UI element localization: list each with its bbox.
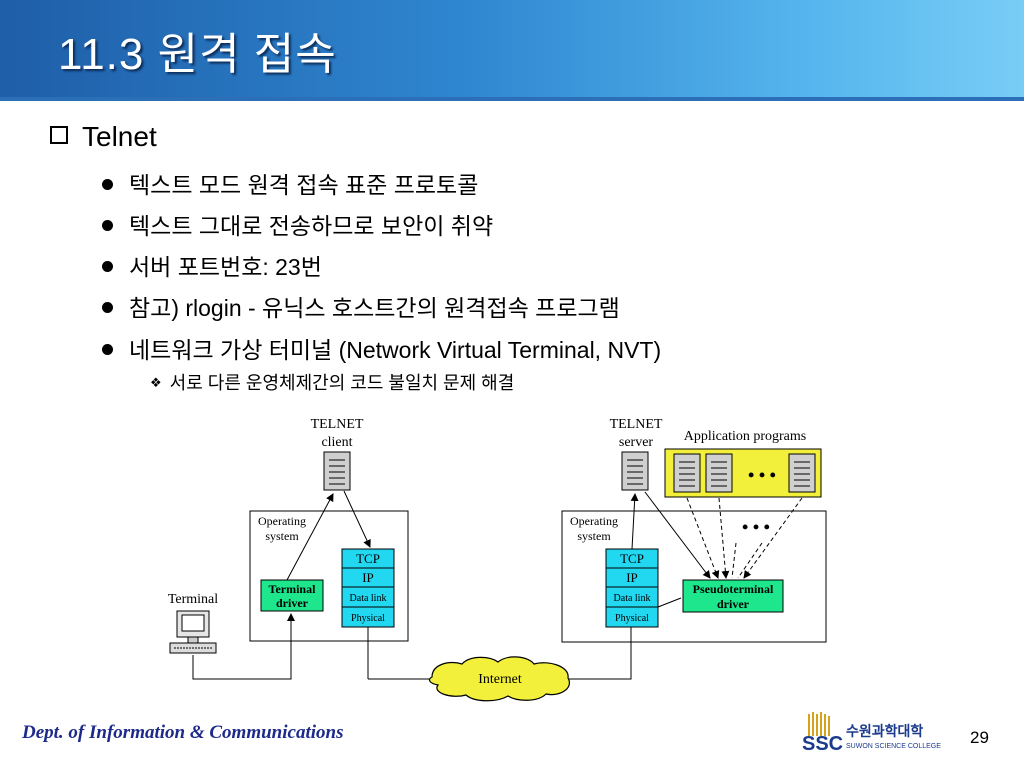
client-program-icon: [323, 451, 351, 491]
stack-layer: TCP: [620, 551, 644, 566]
bullet-text: 서버 포트번호: 23번: [129, 254, 322, 280]
terminal-computer-icon: [169, 610, 217, 654]
bullet-item: 텍스트 그대로 전송하므로 보안이 취약: [102, 207, 493, 241]
bullet-dot-icon: [102, 302, 113, 313]
slide-title: 11.3 원격 접속: [58, 30, 337, 79]
bullet-dot-icon: [102, 220, 113, 231]
internet-label: Internet: [478, 672, 522, 687]
server-os-label-line1: Operating: [570, 514, 618, 528]
page-number: 29: [970, 728, 989, 747]
title-bar: [0, 0, 1024, 97]
terminal-driver-label-line2: driver: [276, 596, 309, 610]
logo-english-name: SUWON SCIENCE COLLEGE: [846, 743, 941, 750]
server-label-line2: server: [619, 435, 654, 450]
stack-layer: TCP: [356, 551, 380, 566]
bullet-item: 서버 포트번호: 23번: [102, 248, 322, 282]
stack-layer: Data link: [350, 593, 387, 604]
logo-korean-name: 수원과학대학: [846, 724, 923, 740]
bullet-dot-icon: [102, 179, 113, 190]
diamond-bullet-icon: ❖: [150, 375, 162, 390]
logo-abbreviation: SSC: [802, 733, 843, 755]
logo-emblem-icon: [808, 712, 830, 736]
server-ellipsis: • • •: [742, 517, 770, 537]
sub-bullet: ❖ 서로 다른 운영체제간의 코드 불일치 문제 해결: [150, 369, 514, 395]
client-protocol-stack: TCP IP Data link Physical: [341, 548, 395, 628]
server-program-icon: [621, 451, 649, 491]
stack-layer: Physical: [615, 613, 649, 624]
pseudoterminal-driver-label-line1: Pseudoterminal: [693, 582, 774, 596]
client-os-label-line1: Operating: [258, 514, 306, 528]
terminal-label: Terminal: [168, 592, 218, 607]
client-label-line1: TELNET: [311, 417, 364, 432]
sub-bullet-text: 서로 다른 운영체제간의 코드 불일치 문제 해결: [169, 373, 515, 393]
server-os-label-line2: system: [577, 529, 611, 543]
pseudoterminal-driver-label-line2: driver: [717, 597, 750, 611]
bullet-text: 참고) rlogin - 유닉스 호스트간의 원격접속 프로그램: [129, 295, 620, 321]
pseudoterminal-driver-box: [682, 579, 784, 613]
terminal-driver-label-line1: Terminal: [269, 582, 317, 596]
bullet-level1: Telnet: [50, 121, 157, 153]
bullet-item: 참고) rlogin - 유닉스 호스트간의 원격접속 프로그램: [102, 289, 620, 323]
bullet-level1-text: Telnet: [82, 121, 157, 152]
client-label-line2: client: [321, 435, 352, 450]
app-ellipsis: • • •: [748, 465, 776, 485]
terminal-driver-box: [260, 579, 324, 612]
stack-layer: Physical: [351, 613, 385, 624]
bullet-text: 텍스트 그대로 전송하므로 보안이 취약: [129, 213, 494, 239]
server-protocol-stack: TCP IP Data link Physical: [605, 548, 659, 628]
checkbox-bullet-icon: [50, 126, 68, 144]
bullet-item: 텍스트 모드 원격 접속 표준 프로토콜: [102, 166, 478, 200]
bullet-text: 텍스트 모드 원격 접속 표준 프로토콜: [129, 172, 479, 198]
app-programs-label: Application programs: [684, 429, 806, 444]
footer-department: Dept. of Information & Communications: [22, 722, 344, 743]
client-os-box: [249, 510, 409, 642]
stack-layer: IP: [362, 570, 374, 585]
bullet-text: 네트워크 가상 터미널 (Network Virtual Terminal, N…: [129, 337, 662, 363]
stack-layer: Data link: [614, 593, 651, 604]
bullet-dot-icon: [102, 261, 113, 272]
college-logo: SSC 수원과학대학 SUWON SCIENCE COLLEGE: [802, 712, 941, 755]
app-program-icon: [705, 453, 733, 493]
server-label-line1: TELNET: [610, 417, 663, 432]
bullet-item: 네트워크 가상 터미널 (Network Virtual Terminal, N…: [102, 331, 661, 365]
title-underline: [0, 97, 1024, 101]
stack-layer: IP: [626, 570, 638, 585]
internet-cloud: [428, 656, 570, 702]
bullet-dot-icon: [102, 344, 113, 355]
server-os-box: [561, 510, 827, 643]
telnet-diagram: TELNET client Operating system TCP IP Da…: [168, 417, 827, 702]
app-program-icon: [788, 453, 816, 493]
client-os-label-line2: system: [265, 529, 299, 543]
app-program-icon: [673, 453, 701, 493]
